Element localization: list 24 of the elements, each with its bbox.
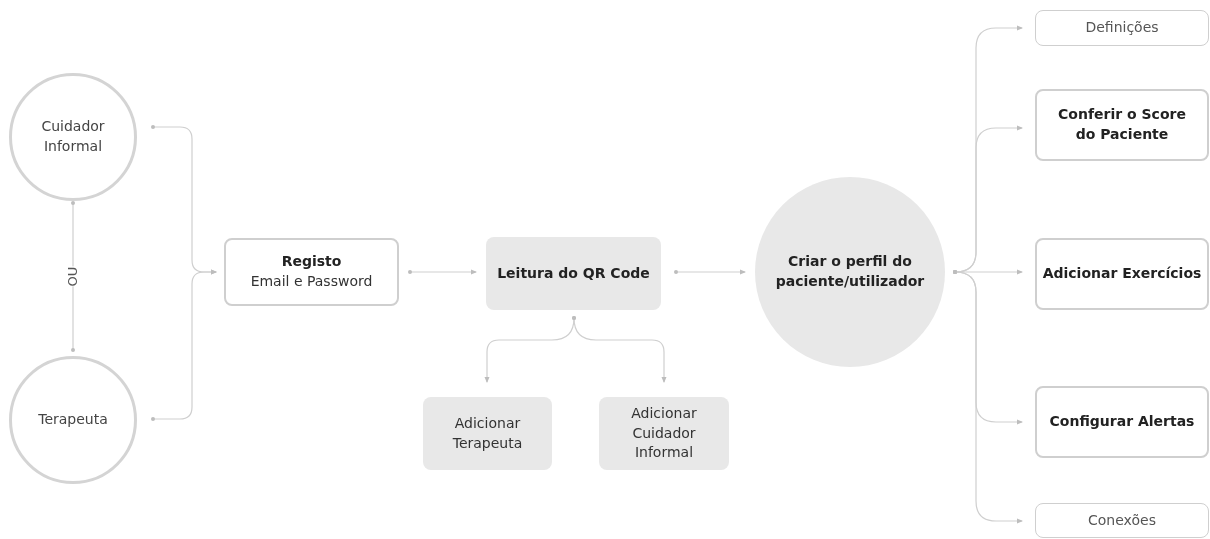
node-text: Criar o perfil do paciente/utilizador (775, 252, 925, 291)
node-text: Adicionar Terapeuta (451, 413, 524, 453)
node-text: Leitura do QR Code (497, 263, 650, 283)
connector-arrow (572, 316, 667, 383)
option-box (1035, 89, 1209, 161)
node-text: Configurar Alertas (1049, 412, 1195, 432)
option-box (1035, 386, 1209, 458)
process-box (224, 238, 399, 306)
node-text: Definições (1085, 18, 1159, 38)
connector-arrow (674, 269, 746, 275)
node-text: Conferir o Score do Paciente (1057, 105, 1187, 144)
option-box (1035, 503, 1209, 538)
node-text: Conexões (1088, 510, 1156, 530)
connector-arrow (953, 270, 1023, 524)
connector-arrow (408, 269, 477, 275)
node-text: Terapeuta (38, 410, 108, 430)
node-text: Email e Password (250, 272, 373, 291)
option-box (1035, 238, 1209, 310)
node-text: Adicionar Exercícios (1042, 264, 1202, 284)
connector-arrow (151, 269, 217, 421)
node-text: Cuidador Informal (40, 117, 106, 156)
node-text: Registo (281, 252, 342, 272)
node-text: Adicionar Cuidador Informal (630, 404, 698, 463)
option-box (1035, 10, 1209, 46)
